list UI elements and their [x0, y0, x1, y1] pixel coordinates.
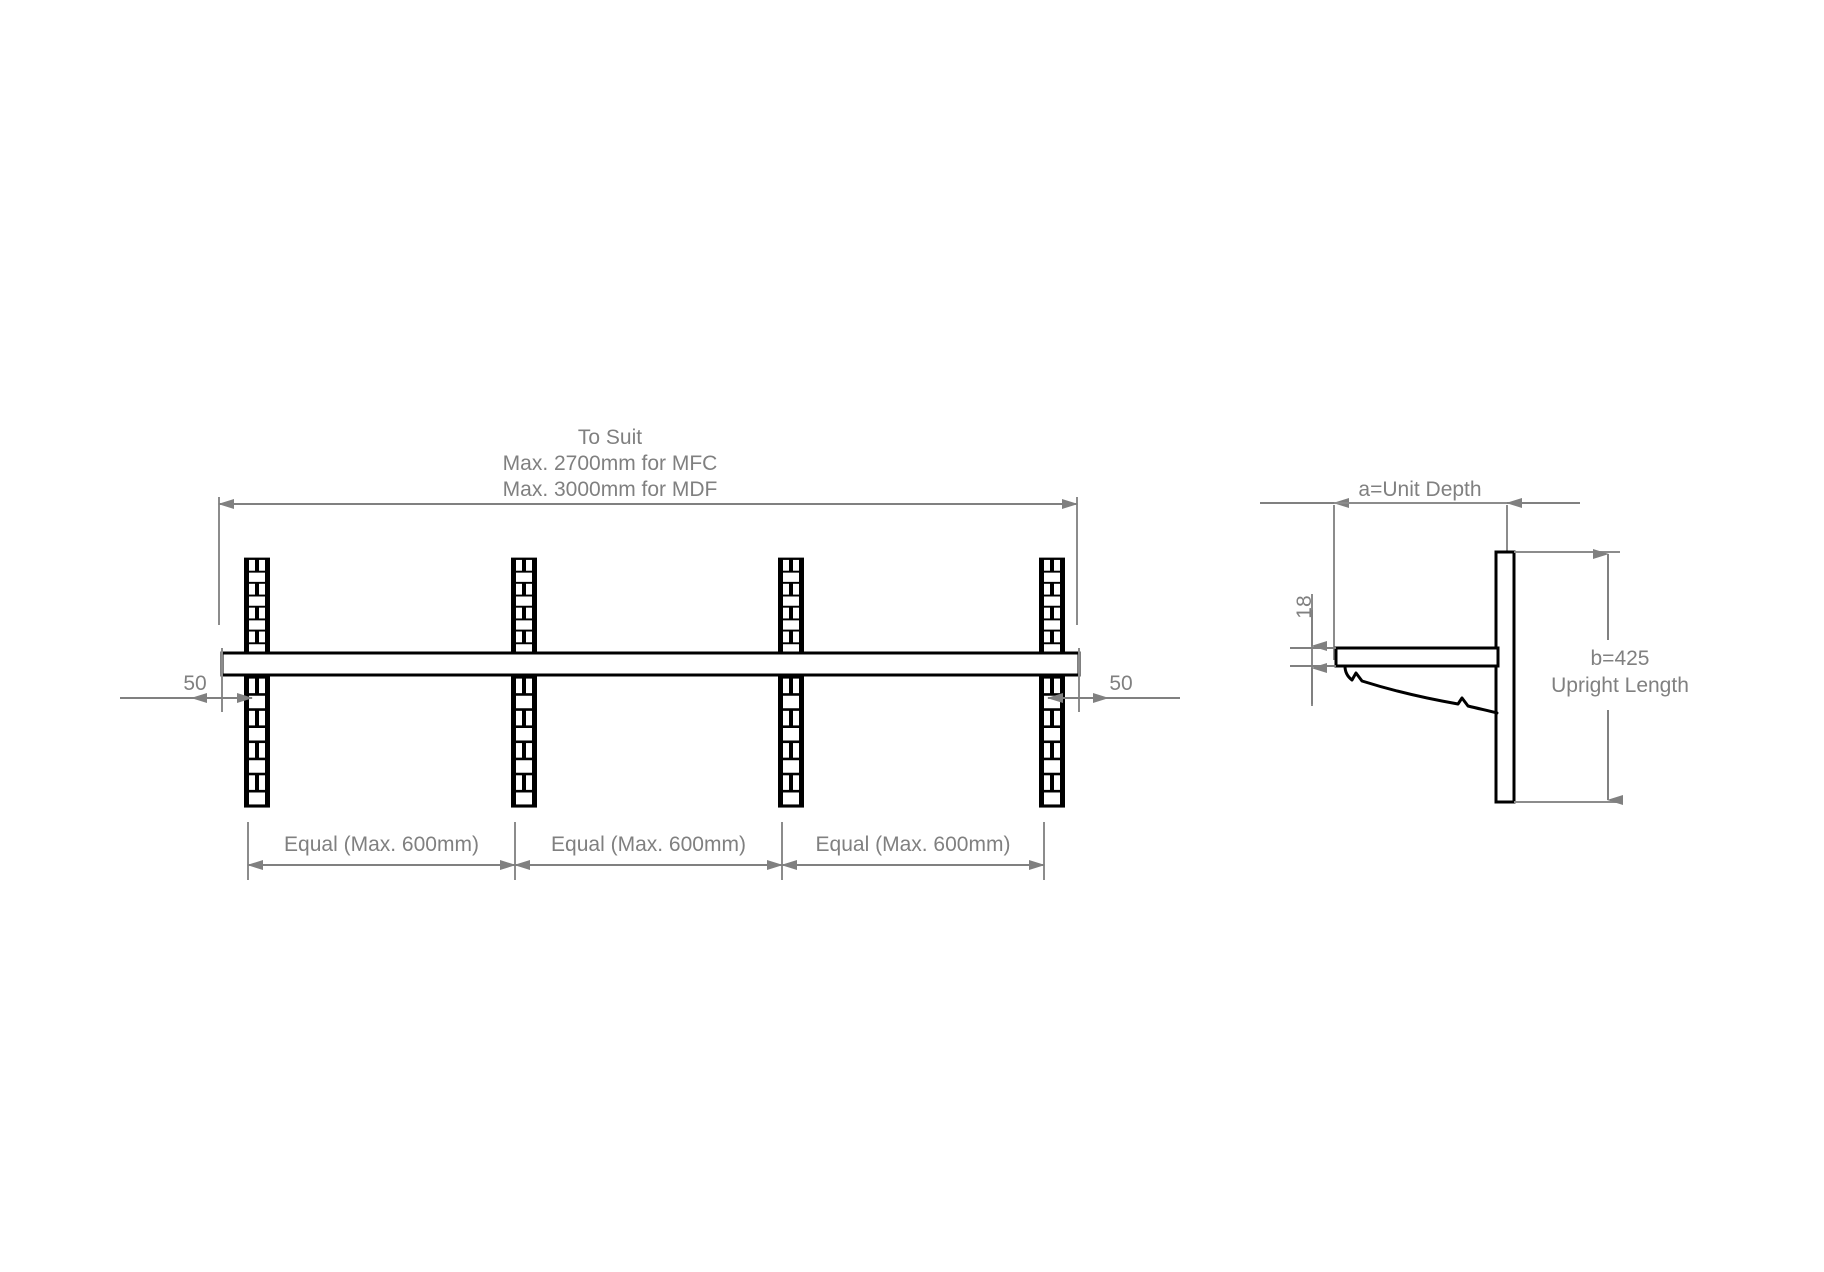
unit-depth-label: a=Unit Depth	[1358, 478, 1482, 501]
shelf-thickness-label: 18	[1293, 595, 1316, 619]
bay-label-1: Equal (Max. 600mm)	[284, 833, 479, 856]
shelf-bracket	[1343, 664, 1499, 715]
upright-3-top	[777, 556, 805, 657]
upright-2-bottom	[510, 674, 538, 809]
upright-length-label-line-1: b=425	[1590, 647, 1650, 670]
shelf-thickness-dimension	[1290, 594, 1336, 706]
overall-width-dimension	[218, 497, 1078, 625]
unit-depth-dimension	[1260, 498, 1580, 660]
upright-group-top	[243, 556, 1066, 657]
upright-group-bottom	[243, 674, 1066, 809]
side-section-view	[1260, 498, 1623, 805]
upright-length-label: b=425 Upright Length	[1530, 645, 1710, 699]
right-offset-label: 50	[1109, 672, 1133, 695]
left-offset-label: 50	[183, 672, 207, 695]
overall-width-label-line-2: Max. 2700mm for MFC	[502, 452, 718, 475]
shelf-board-section	[1334, 646, 1500, 668]
upright-length-dimension	[1514, 549, 1623, 805]
upright-4-bottom	[1038, 674, 1066, 809]
upright-section	[1494, 550, 1516, 804]
left-offset-dimension	[120, 648, 253, 712]
shelf-board-front	[220, 651, 1081, 677]
right-offset-dimension	[1047, 648, 1180, 712]
front-elevation-view	[120, 497, 1180, 880]
upright-1-bottom	[243, 674, 271, 809]
upright-4-top	[1038, 556, 1066, 657]
bay-dimension-chain	[247, 822, 1045, 880]
upright-2-top	[510, 556, 538, 657]
bay-label-3: Equal (Max. 600mm)	[815, 833, 1011, 856]
upright-1-top	[243, 556, 271, 657]
overall-width-label: To Suit Max. 2700mm for MFC Max. 3000mm …	[405, 425, 815, 503]
bay-label-2: Equal (Max. 600mm)	[551, 833, 746, 856]
overall-width-label-line-1: To Suit	[577, 426, 643, 449]
overall-width-label-line-3: Max. 3000mm for MDF	[502, 478, 718, 501]
upright-length-label-line-2: Upright Length	[1551, 674, 1689, 697]
upright-3-bottom	[777, 674, 805, 809]
